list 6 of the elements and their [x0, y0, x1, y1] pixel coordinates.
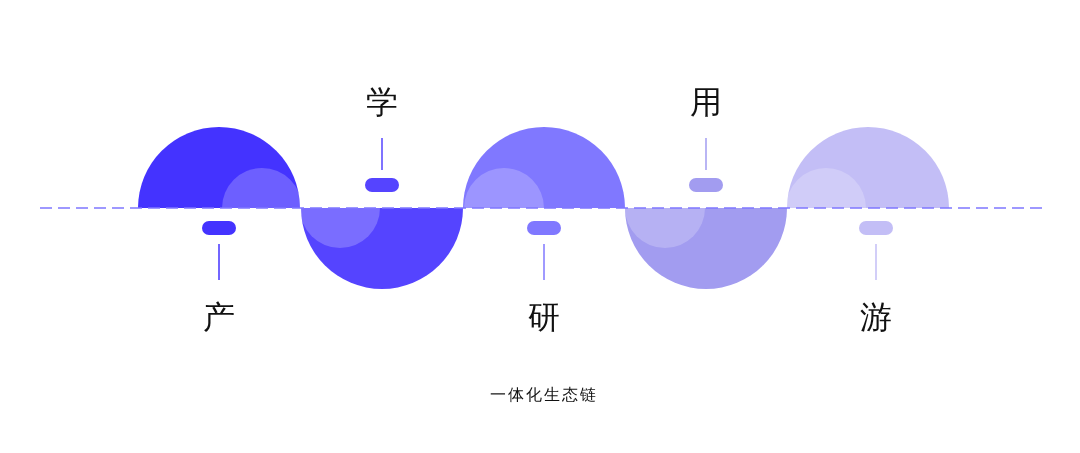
caption: 一体化生态链 — [490, 384, 598, 406]
stage-label: 用 — [690, 85, 722, 121]
stage-label: 学 — [366, 85, 398, 121]
stage-label: 游 — [860, 300, 892, 336]
stage-label: 研 — [528, 300, 560, 336]
stage-label: 产 — [203, 300, 235, 336]
